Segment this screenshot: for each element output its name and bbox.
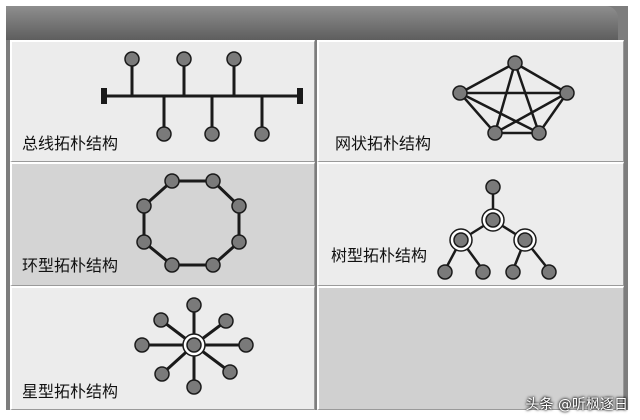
mesh-topology-label: 网状拓朴结构 [335, 134, 432, 153]
mesh-link [459, 92, 496, 134]
mesh-link [493, 62, 517, 134]
panel-star-topology: 星型拓朴结构 [10, 286, 315, 410]
tree-hub-node [517, 232, 533, 248]
bus-node [254, 126, 270, 142]
bus-node [176, 51, 192, 67]
tree-topology-label: 树型拓朴结构 [331, 246, 428, 265]
ring-loop [142, 179, 241, 267]
panel-bus-topology: 总线拓朴结构 [10, 40, 315, 162]
ring-topology-graphic [136, 173, 247, 273]
bus-node [124, 51, 140, 67]
ring-node [164, 173, 180, 189]
star-node [222, 364, 238, 380]
panel-empty [317, 286, 624, 410]
mesh-node [507, 55, 523, 71]
star-topology-label: 星型拓朴结构 [22, 382, 119, 401]
mesh-topology-graphic [452, 55, 575, 141]
ring-node [231, 234, 247, 250]
mesh-link [514, 61, 568, 95]
diagram-frame: 总线拓朴结构 网状拓朴结构 [6, 6, 628, 410]
tree-root-node [485, 179, 501, 195]
tree-leaf-node [541, 264, 557, 280]
bus-node [156, 126, 172, 142]
bus-node [204, 126, 220, 142]
panel-mesh-topology: 网状拓朴结构 [317, 40, 624, 162]
tree-hub-node [485, 212, 501, 228]
panel-ring-topology: 环型拓朴结构 [10, 162, 315, 286]
mesh-node [559, 85, 575, 101]
mesh-link [459, 91, 540, 135]
mesh-link [459, 61, 516, 95]
star-node [186, 379, 202, 395]
mesh-link [513, 62, 541, 134]
star-node [186, 297, 202, 313]
tree-topology-graphic [437, 179, 557, 280]
panel-tree-topology: 树型拓朴结构 [317, 162, 624, 286]
watermark: 头条 @听枫逐日 [525, 397, 628, 413]
bus-topology-graphic [101, 51, 303, 142]
star-node [218, 313, 234, 329]
mesh-link [537, 92, 569, 134]
star-topology-graphic [134, 297, 254, 395]
mesh-node [531, 125, 547, 141]
star-node [154, 366, 170, 382]
header-bar [6, 6, 618, 40]
tree-leaf-node [475, 264, 491, 280]
ring-node [164, 257, 180, 273]
mesh-link [494, 91, 568, 135]
bus-node [226, 51, 242, 67]
ring-node [205, 257, 221, 273]
bus-topology-label: 总线拓朴结构 [22, 134, 119, 153]
ring-node [231, 198, 247, 214]
ring-node [205, 173, 221, 189]
mesh-node [452, 85, 468, 101]
tree-hub-node [453, 232, 469, 248]
ring-node [136, 234, 152, 250]
star-hub-node [186, 337, 202, 353]
tree-leaf-node [505, 264, 521, 280]
star-node [134, 337, 150, 353]
mesh-node [487, 125, 503, 141]
tree-leaf-node [437, 264, 453, 280]
ring-topology-label: 环型拓朴结构 [22, 256, 119, 275]
ring-node [136, 198, 152, 214]
star-node [153, 312, 169, 328]
star-node [238, 337, 254, 353]
